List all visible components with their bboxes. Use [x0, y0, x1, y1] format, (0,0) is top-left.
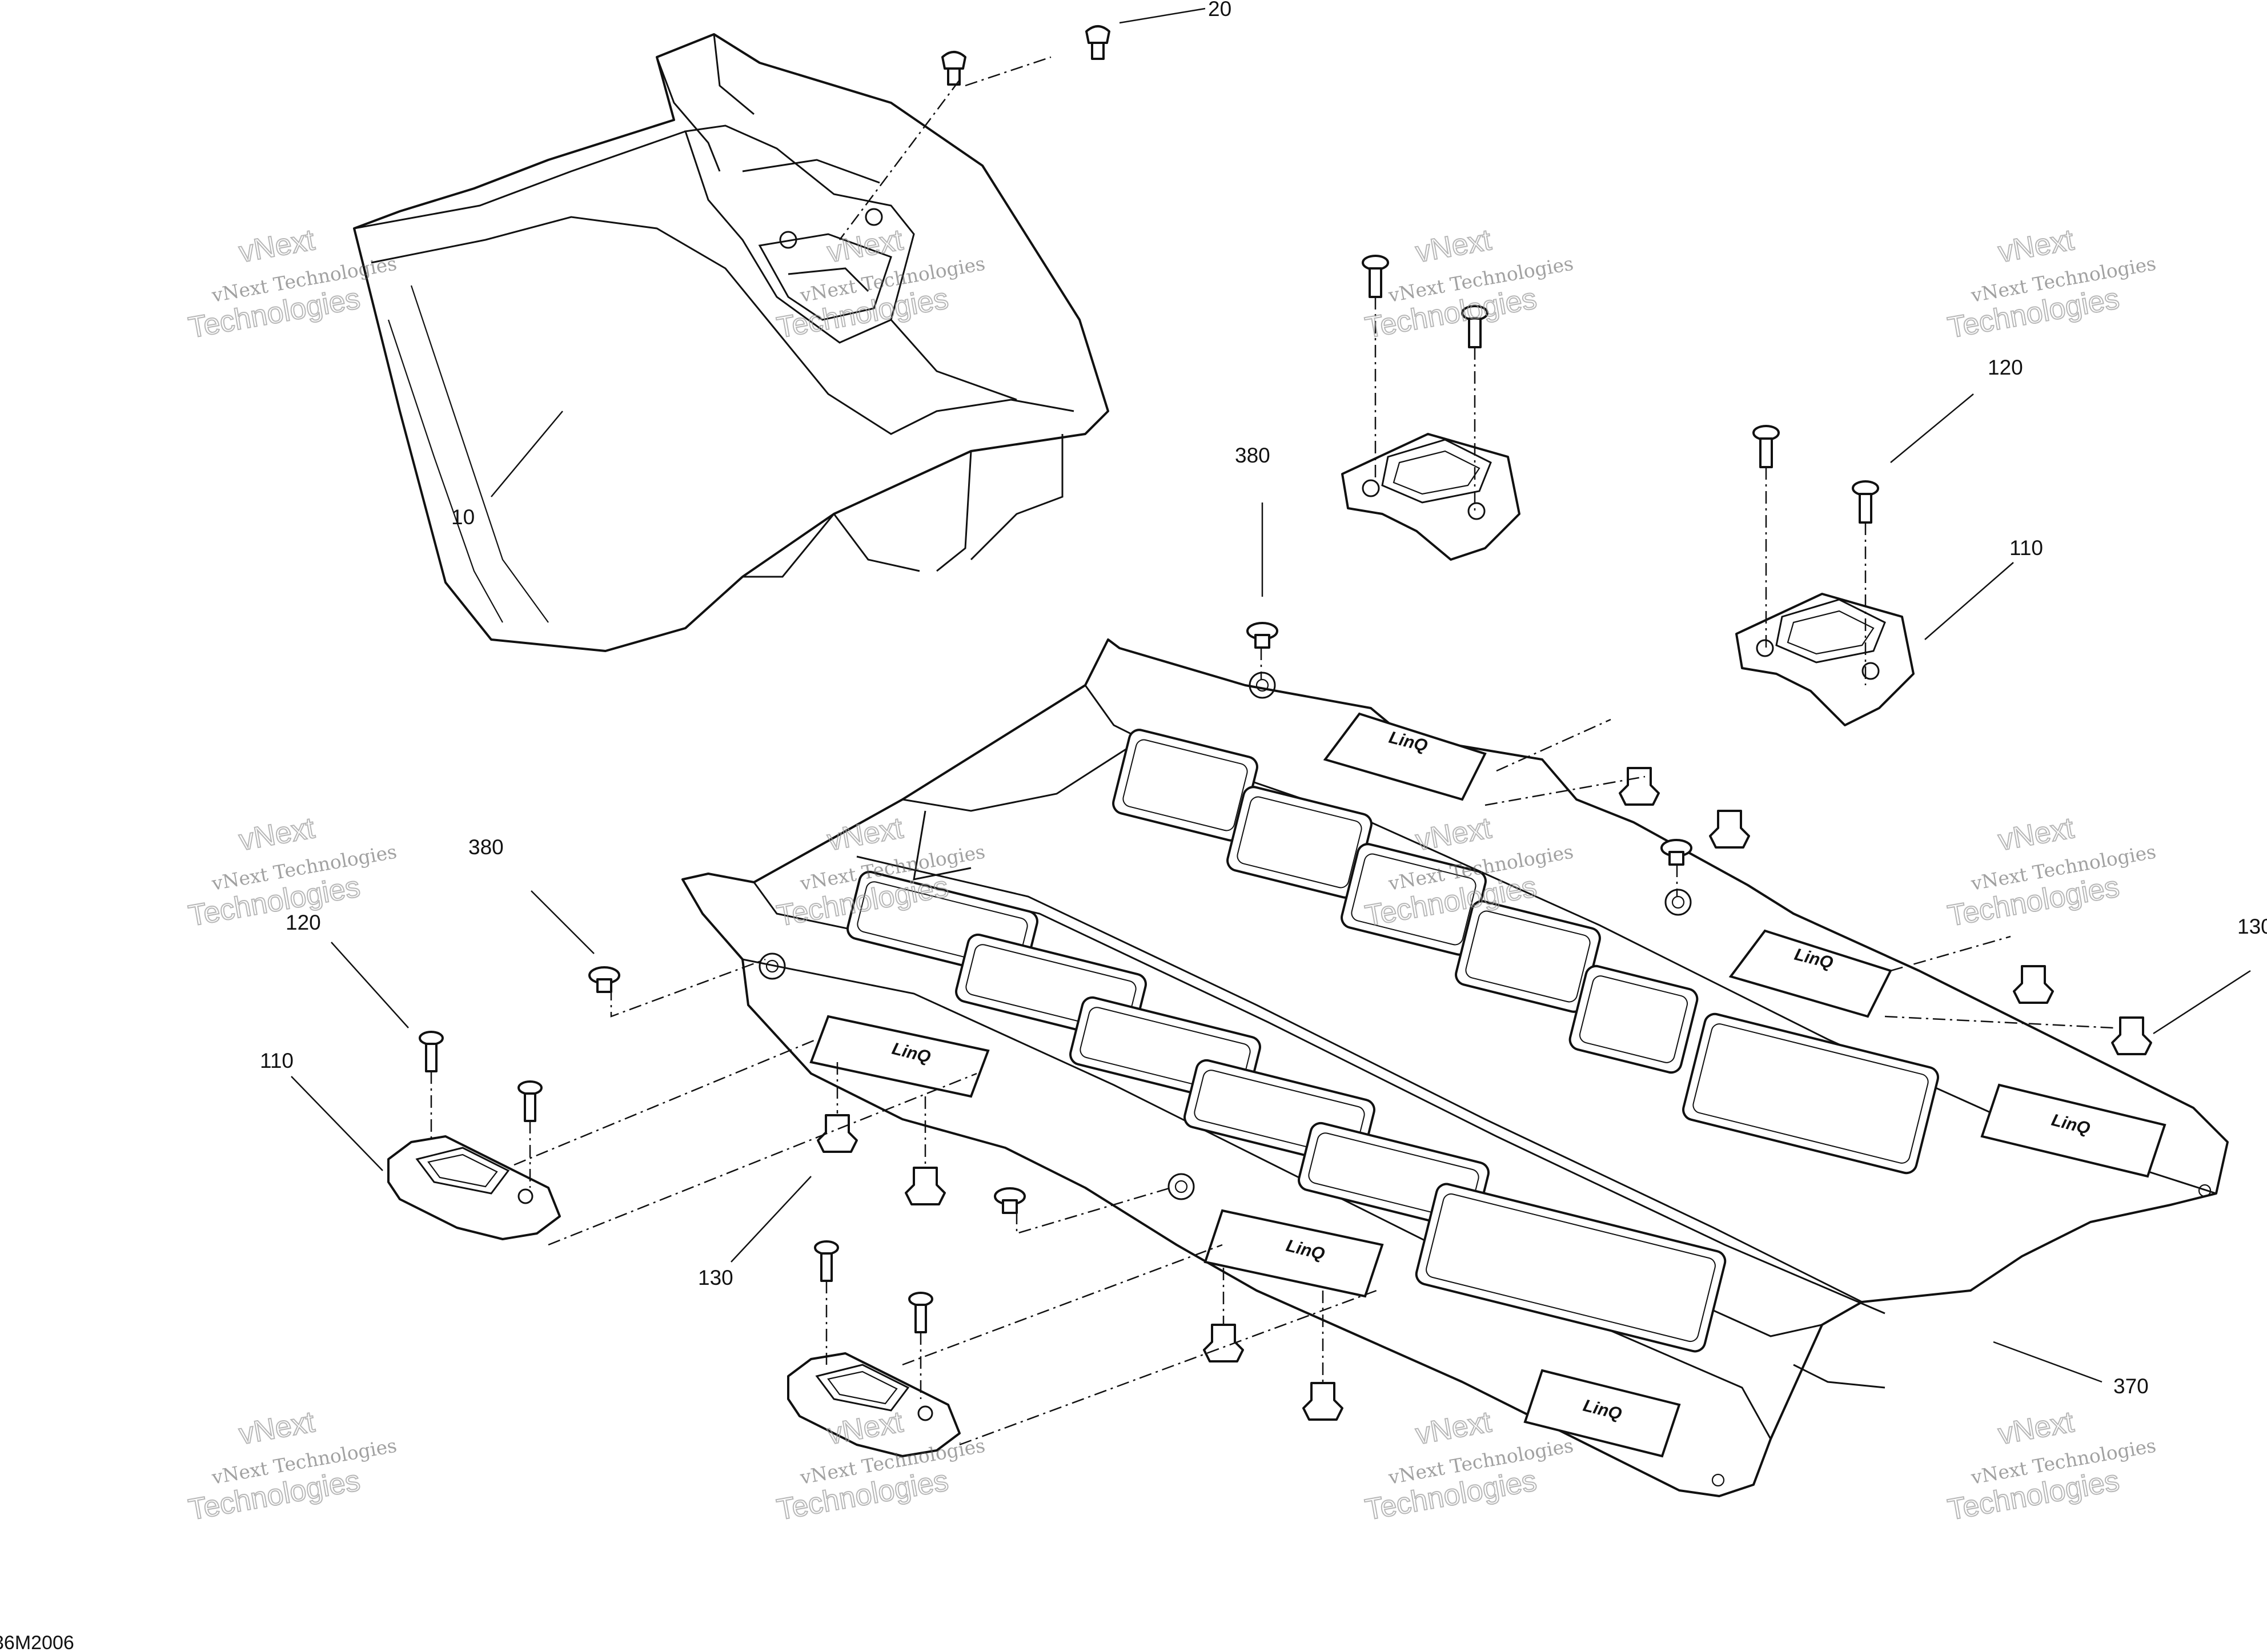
callout-120-right: 120 — [1988, 356, 2023, 379]
rear-cover-part-10 — [353, 33, 1109, 652]
callout-120-left: 120 — [286, 911, 321, 934]
callout-370: 370 — [2113, 1374, 2149, 1398]
plate-linq-anchors: LinQ LinQ LinQ LinQ LinQ LinQ — [809, 712, 2166, 1458]
callout-20: 20 — [1208, 0, 1231, 21]
callout-110-right: 110 — [2009, 536, 2043, 560]
linq-base-part-110-left-lower — [787, 1352, 961, 1457]
watermark-text: vNext — [1996, 811, 2077, 857]
watermark-text: vNext — [1413, 1405, 1494, 1451]
callout-380-left: 380 — [468, 835, 504, 859]
callout-130-left: 130 — [698, 1266, 733, 1289]
plate-recessed-pads — [846, 729, 1939, 1353]
linq-base-part-110-top — [1341, 433, 1520, 561]
watermark-text: vNext — [1996, 1405, 2077, 1451]
assembly-lines — [430, 56, 2114, 1446]
callout-130-right: 130 — [2237, 915, 2267, 938]
diagram-code: 36M2006 — [0, 1632, 74, 1652]
callout-380-top: 380 — [1235, 444, 1270, 467]
callout-110-left: 110 — [260, 1049, 294, 1072]
watermark-text: vNext — [236, 811, 318, 857]
watermark-text: vNext — [236, 1405, 318, 1451]
linq-base-part-110-right — [1735, 593, 1915, 726]
leader-lines — [291, 7, 2251, 1383]
watermark-text: vNext — [236, 223, 318, 269]
watermark-text: vNext — [1996, 223, 2077, 269]
linq-base-part-110-left-upper — [387, 1135, 561, 1240]
callout-numbers: 20 10 380 120 110 380 120 110 130 130 37… — [260, 0, 2267, 1398]
watermark-text: vNext — [1413, 223, 1494, 269]
callout-10: 10 — [451, 505, 475, 529]
fasteners — [419, 25, 2152, 1421]
